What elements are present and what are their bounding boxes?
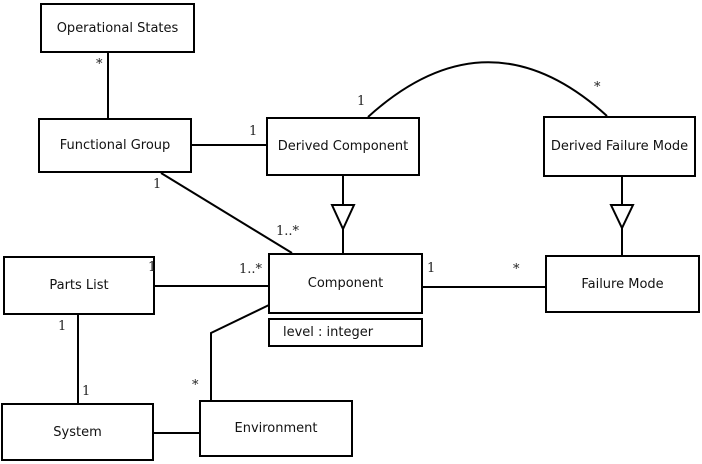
class-component[interactable]: Component — [268, 253, 423, 314]
multiplicity-fg-comp-one: 1 — [153, 177, 162, 192]
multiplicity-env-comp: * — [192, 378, 199, 393]
multiplicity-pl-sys-top: 1 — [58, 319, 67, 334]
multiplicity-dc-dfm-one: 1 — [357, 94, 366, 109]
class-environment[interactable]: Environment — [199, 400, 353, 457]
multiplicity-pl-comp-one: 1 — [148, 260, 157, 275]
class-operational-states[interactable]: Operational States — [40, 3, 195, 53]
class-failure-mode[interactable]: Failure Mode — [545, 255, 700, 313]
class-derived-failure-mode[interactable]: Derived Failure Mode — [543, 116, 696, 177]
generalization-arrow-icon — [330, 204, 356, 232]
multiplicity-pl-comp-many: 1..* — [239, 262, 263, 277]
class-system[interactable]: System — [1, 403, 154, 461]
multiplicity-comp-fm-star: * — [513, 262, 520, 277]
multiplicity-opstates-fg: * — [96, 57, 103, 72]
multiplicity-dc-dfm-star: * — [594, 80, 601, 95]
multiplicity-comp-fm-one: 1 — [427, 261, 436, 276]
generalization-arrow-icon — [609, 204, 635, 231]
class-component-attribute-level[interactable]: level : integer — [268, 318, 423, 347]
multiplicity-fg-comp-many: 1..* — [276, 224, 300, 239]
class-functional-group[interactable]: Functional Group — [38, 118, 192, 173]
multiplicity-fg-dc: 1 — [249, 124, 258, 139]
multiplicity-pl-sys-bottom: 1 — [82, 384, 91, 399]
edge-functional-group-component — [160, 172, 293, 254]
edge-derived-component-derived-failure-mode — [367, 61, 608, 118]
class-parts-list[interactable]: Parts List — [3, 256, 155, 315]
edge-environment-component — [210, 304, 270, 400]
class-derived-component[interactable]: Derived Component — [266, 117, 420, 176]
